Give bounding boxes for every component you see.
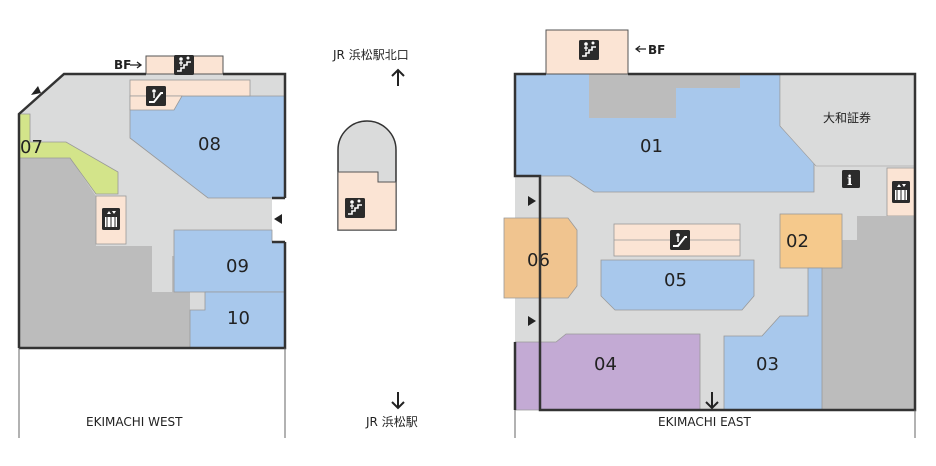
arrow-icon [130,61,143,69]
north-exit-label: JR 浜松駅北口 [332,48,409,62]
shop-10-label: 10 [227,308,250,329]
south-arrow-icon [705,392,719,410]
shop-02-label: 02 [786,231,809,252]
shop-05-label: 05 [664,270,687,291]
shop-06-label: 06 [527,250,550,271]
elevator-icon[interactable] [891,180,911,204]
east-building: 01 大和証券 i 02 03 04 06 05 BF [503,29,917,438]
west-lower-area [19,348,285,438]
entrance-arrow-icon [528,316,536,326]
shop-02[interactable] [779,213,843,269]
shop-07[interactable] [18,113,119,195]
center-passage: JR 浜松駅北口 JR 浜松駅 [332,48,418,429]
shop-05[interactable] [600,259,755,311]
south-arrow-icon [391,392,405,410]
daiwa-securities-label: 大和証券 [823,110,871,125]
east-facility-top [589,74,740,118]
shop-01-label: 01 [640,136,663,157]
escalator-icon[interactable] [669,229,691,251]
north-arrow-icon [391,68,405,86]
shop-04-label: 04 [594,354,617,375]
east-facility-right [822,216,915,410]
arrow-icon [634,45,646,53]
west-facility-left [19,158,96,348]
elevator-icon[interactable] [101,207,121,231]
west-bf-label: BF [114,58,131,72]
west-building: 07 08 09 10 BF EKIMACHI WEST [17,54,287,438]
stairs-icon[interactable] [173,54,195,76]
shop-03-label: 03 [756,354,779,375]
shop-08-label: 08 [198,134,221,155]
escalator-icon[interactable] [145,85,167,107]
stairs-icon[interactable] [578,39,600,61]
shop-07-label: 07 [20,137,43,158]
south-exit-label: JR 浜松駅 [365,415,418,429]
shop-03[interactable] [723,267,823,411]
east-building-name: EKIMACHI EAST [658,415,752,429]
entrance-arrow-icon [528,196,536,206]
entrance-arrow-icon [274,214,282,224]
information-icon[interactable] [842,170,860,188]
stairs-icon[interactable] [344,197,366,219]
west-building-name: EKIMACHI WEST [86,415,183,429]
shop-08[interactable] [129,95,286,199]
svg-text:i: i [847,173,852,189]
east-bf-label: BF [648,43,665,57]
shop-09-label: 09 [226,256,249,277]
entrance-arrow-icon [31,86,41,95]
